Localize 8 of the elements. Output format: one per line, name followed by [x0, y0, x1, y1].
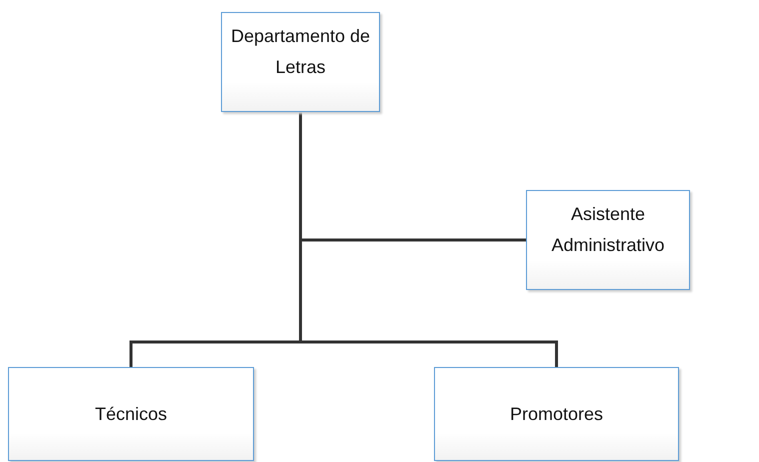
box-label: Técnicos [94, 402, 168, 426]
box-label: Asistente Administrativo [550, 203, 666, 257]
org-box [221, 12, 380, 112]
box-label: Departamento de Letras [230, 25, 372, 79]
org-box [8, 367, 254, 461]
org-box [526, 190, 690, 290]
box-label: Promotores [510, 402, 604, 426]
org-box [434, 367, 679, 461]
